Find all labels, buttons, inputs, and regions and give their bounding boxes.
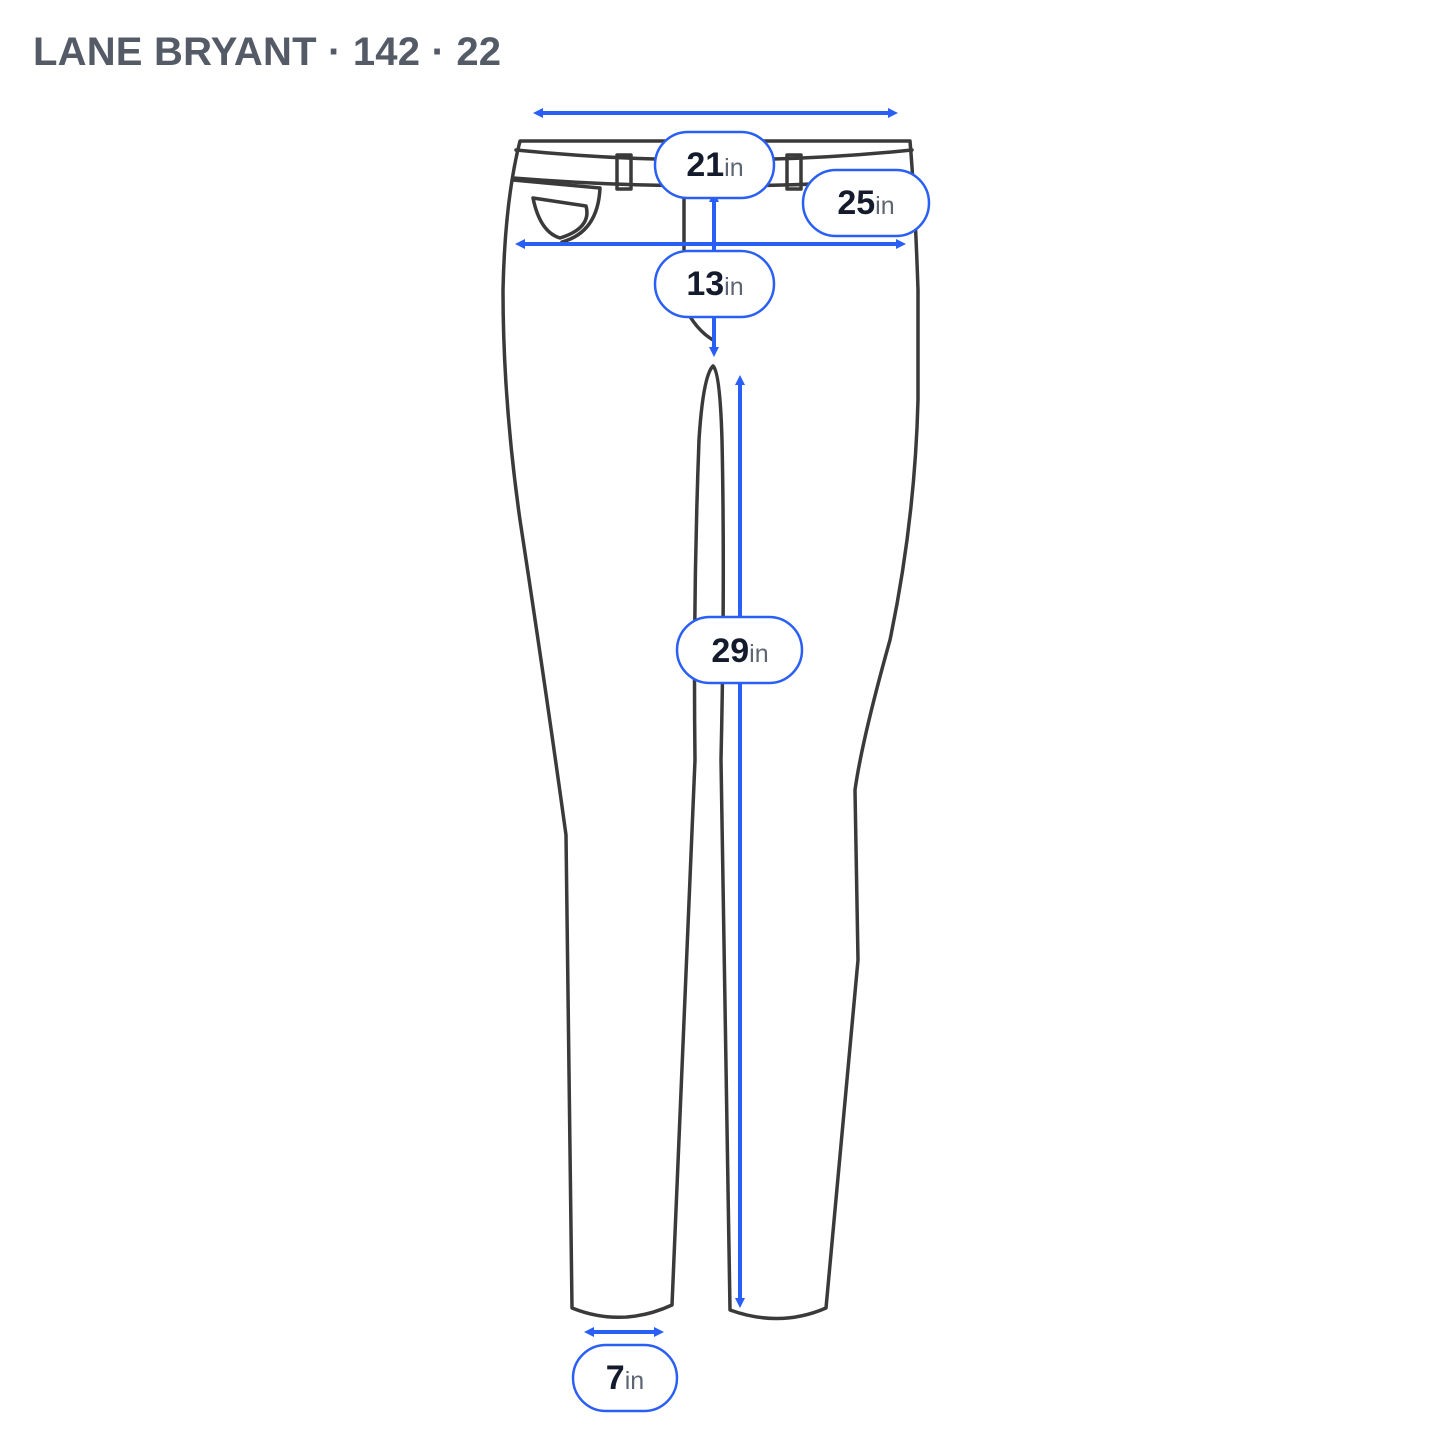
inseam-unit: in: [749, 640, 768, 668]
svg-text:29in: 29in: [711, 632, 768, 670]
inseam-label: 29in: [675, 615, 804, 685]
hip-value: 25: [837, 184, 875, 222]
waist-value: 21: [686, 146, 724, 184]
leg-opening-value: 7: [606, 1359, 625, 1397]
svg-text:7in: 7in: [606, 1359, 644, 1397]
waist-label: 21in: [653, 130, 776, 200]
hip-unit: in: [875, 192, 894, 220]
measurement-arrows: [515, 108, 906, 1337]
hip-label: 25in: [801, 168, 931, 238]
leg-opening-unit: in: [625, 1367, 644, 1395]
page-title: LANE BRYANT · 142 · 22: [33, 30, 502, 74]
pants-body-path: [501, 139, 920, 1321]
inseam-value: 29: [711, 632, 749, 670]
waist-unit: in: [724, 154, 743, 182]
svg-text:13in: 13in: [686, 265, 743, 303]
leg-opening-label: 7in: [571, 1343, 679, 1413]
belt-loop-left: [615, 153, 633, 191]
rise-value: 13: [686, 265, 724, 303]
rise-unit: in: [724, 273, 743, 301]
belt-loop-right: [785, 153, 803, 191]
svg-text:25in: 25in: [837, 184, 894, 222]
rise-label: 13in: [653, 249, 776, 319]
svg-text:21in: 21in: [686, 146, 743, 184]
coin-pocket: [531, 196, 589, 240]
